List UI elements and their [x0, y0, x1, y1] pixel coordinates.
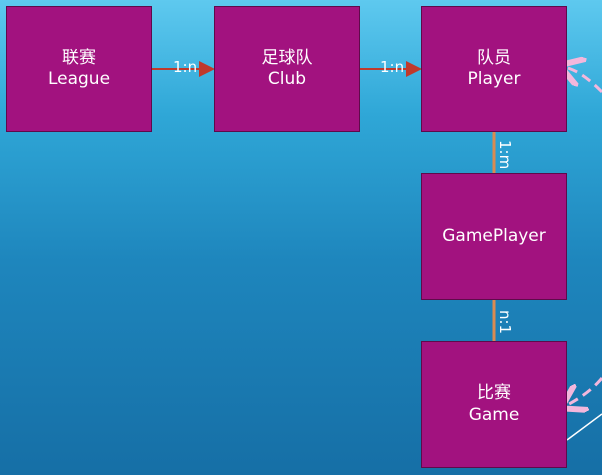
entity-gameplayer-en: GamePlayer [442, 225, 546, 246]
entity-game-zh: 比赛 [477, 383, 511, 404]
relation-club-player: 1:n [380, 58, 405, 76]
entity-club-zh: 足球队 [261, 47, 313, 68]
white-guide-line [566, 413, 602, 441]
entity-league: 联赛 League [6, 6, 152, 132]
entity-club-en: Club [267, 69, 307, 89]
dashed-arrow-game [569, 377, 602, 404]
entity-player-en: Player [467, 69, 521, 89]
entity-player: 队员 Player [421, 6, 567, 132]
entity-gameplayer: GamePlayer [421, 173, 567, 300]
relation-player-gameplayer: 1:m [496, 140, 514, 170]
entity-league-en: League [47, 69, 111, 89]
entity-game: 比赛 Game [421, 341, 567, 468]
entity-league-zh: 联赛 [62, 47, 96, 68]
entity-player-zh: 队员 [477, 47, 511, 68]
entity-club: 足球队 Club [214, 6, 360, 132]
dashed-arrow-player [568, 68, 602, 94]
relation-league-club: 1:n [173, 58, 198, 76]
relation-gameplayer-game: n:1 [496, 310, 514, 335]
entity-game-en: Game [468, 404, 520, 425]
